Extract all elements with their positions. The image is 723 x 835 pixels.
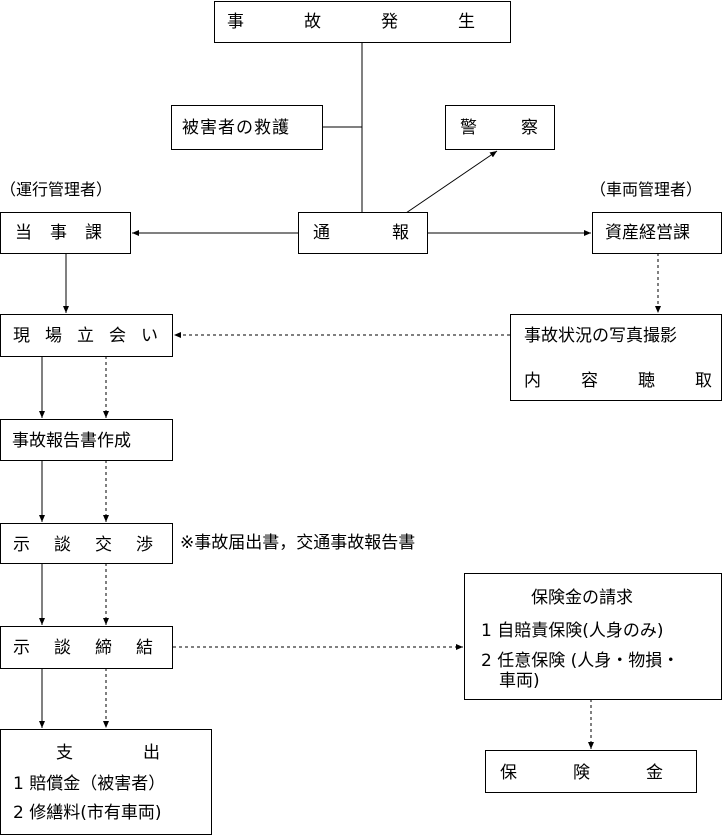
documents-note: ※事故届出書，交通事故報告書	[180, 533, 416, 553]
vehicle-manager-label: （車両管理者）	[590, 180, 703, 199]
settlement-label: 示談締結	[13, 638, 177, 658]
site-box: 現場立会い	[0, 314, 173, 357]
negotiation-box: 示談交渉	[0, 523, 173, 564]
accident-label: 事故発生	[227, 12, 535, 32]
photo-box: 事故状況の写真撮影 内容聴取	[510, 314, 722, 401]
police-box: 警察	[445, 105, 555, 150]
insurance-item-2a: 2 任意保険 (人身・物損・	[481, 651, 680, 671]
insurance-money-label: 保険金	[500, 763, 719, 783]
payment-item-2: 2 修繕料(市有車両)	[13, 803, 162, 823]
site-label: 現場立会い	[13, 326, 173, 346]
operation-manager-label: （運行管理者）	[0, 180, 113, 199]
photo-label-2: 内容聴取	[524, 371, 712, 391]
assets-box: 資産経営課	[592, 212, 722, 254]
arrow-report-police	[405, 150, 498, 214]
insurance-item-1: 1 自賠責保険(人身のみ)	[481, 621, 664, 641]
settlement-box: 示談締結	[0, 626, 173, 669]
section-label: 当事課	[15, 223, 120, 243]
photo-label-1: 事故状況の写真撮影	[524, 326, 677, 346]
negotiation-label: 示談交渉	[13, 535, 177, 555]
police-label: 警察	[460, 118, 582, 138]
rescue-label: 被害者の救護	[182, 118, 290, 138]
section-box: 当事課	[0, 212, 131, 254]
payment-title: 支出	[56, 743, 230, 763]
insurance-item-2b: 車両)	[499, 671, 540, 691]
rescue-box: 被害者の救護	[171, 105, 323, 150]
report-doc-box: 事故報告書作成	[0, 419, 173, 461]
insurance-money-box: 保険金	[485, 750, 697, 793]
accident-box: 事故発生	[214, 1, 511, 43]
report-box: 通報	[298, 212, 428, 254]
insurance-title: 保険金の請求	[531, 588, 633, 608]
report-label: 通報	[313, 223, 471, 243]
payment-box: 支出 1 賠償金（被害者） 2 修繕料(市有車両)	[0, 729, 212, 835]
report-doc-label: 事故報告書作成	[12, 431, 131, 451]
insurance-box: 保険金の請求 1 自賠責保険(人身のみ) 2 任意保険 (人身・物損・ 車両)	[464, 573, 722, 700]
payment-item-1: 1 賠償金（被害者）	[13, 774, 166, 794]
assets-label: 資産経営課	[605, 223, 690, 243]
